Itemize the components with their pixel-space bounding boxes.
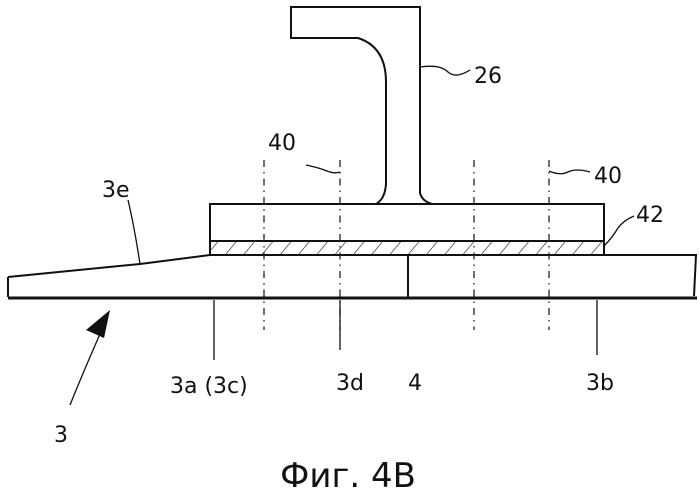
- leader-lines: [128, 66, 634, 360]
- rail-base-flange: [210, 204, 604, 241]
- hatched-layer: [210, 241, 604, 255]
- figure-caption: Фиг. 4В: [280, 456, 416, 496]
- label-plate: 3: [54, 423, 68, 448]
- rail-profile: [291, 7, 432, 204]
- label-axis-left: 40: [268, 131, 296, 156]
- label-taper: 3e: [102, 178, 130, 203]
- label-axis-right: 40: [594, 164, 622, 189]
- label-part-4: 4: [408, 371, 422, 396]
- plate-arrow: [70, 310, 110, 405]
- label-part-a: 3a (3c): [170, 374, 248, 399]
- label-rail: 26: [474, 64, 502, 89]
- label-part-b: 3b: [586, 371, 614, 396]
- label-part-d: 3d: [336, 371, 364, 396]
- label-layer: 42: [636, 203, 664, 228]
- base-plate: [8, 255, 697, 298]
